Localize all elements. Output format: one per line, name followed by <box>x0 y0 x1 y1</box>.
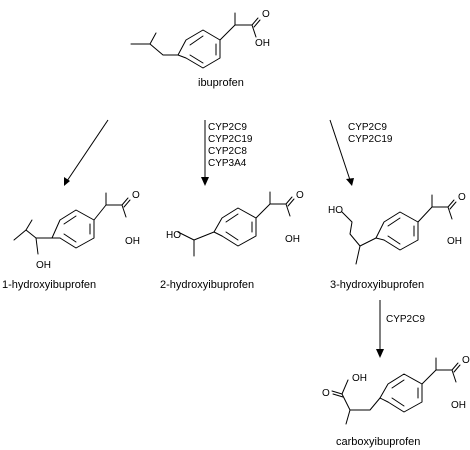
ibuprofen-oh: OH <box>255 38 270 49</box>
hydroxy3-oh: OH <box>447 236 462 247</box>
enzyme-label: CYP2C19 <box>348 134 393 145</box>
enzyme-label: CYP2C9 <box>348 122 387 133</box>
enzymes-path2: CYP2C9 CYP2C19 CYP2C8 CYP3A4 <box>208 122 253 169</box>
enzymes-path3: CYP2C9 CYP2C19 <box>348 122 393 145</box>
hydroxy1-hydroxyl: OH <box>36 260 51 271</box>
carboxy-left-oh: OH <box>352 373 367 384</box>
hydroxy1-structure: O OH OH <box>13 190 140 271</box>
enzymes-path4: CYP2C9 <box>386 314 425 325</box>
enzyme-label: CYP2C19 <box>208 134 253 145</box>
carboxy-carbonyl-o: O <box>462 355 470 366</box>
carboxy-oh: OH <box>451 400 466 411</box>
carboxy-left-o: O <box>322 388 330 399</box>
hydroxy2-hydroxyl: HO <box>166 230 181 241</box>
arrow-path2 <box>201 120 209 186</box>
hydroxy3-label: 3-hydroxyibuprofen <box>330 279 424 291</box>
enzyme-label: CYP2C8 <box>208 146 247 157</box>
ibuprofen-label: ibuprofen <box>198 77 244 89</box>
enzyme-label: CYP3A4 <box>208 158 247 169</box>
hydroxy2-label: 2-hydroxyibuprofen <box>160 279 254 291</box>
hydroxy1-oh: OH <box>125 236 140 247</box>
hydroxy2-structure: O OH HO <box>166 190 304 257</box>
arrow-path3 <box>329 119 354 186</box>
carboxy-structure: O OH O OH <box>322 355 470 425</box>
ibuprofen-structure: O OH <box>130 9 270 69</box>
ibuprofen-carbonyl-o: O <box>262 9 270 20</box>
arrow-path4 <box>376 300 384 358</box>
enzyme-label: CYP2C9 <box>208 122 247 133</box>
hydroxy1-label: 1-hydroxyibuprofen <box>2 279 96 291</box>
hydroxy3-carbonyl-o: O <box>458 192 466 203</box>
hydroxy2-oh: OH <box>285 234 300 245</box>
hydroxy1-carbonyl-o: O <box>132 190 140 201</box>
arrow-path1 <box>64 119 109 186</box>
hydroxy2-carbonyl-o: O <box>296 190 304 201</box>
hydroxy3-hydroxyl: HO <box>328 205 343 216</box>
carboxy-label: carboxyibuprofen <box>336 436 420 448</box>
enzyme-label: CYP2C9 <box>386 314 425 325</box>
hydroxy3-structure: O OH HO <box>328 192 466 265</box>
